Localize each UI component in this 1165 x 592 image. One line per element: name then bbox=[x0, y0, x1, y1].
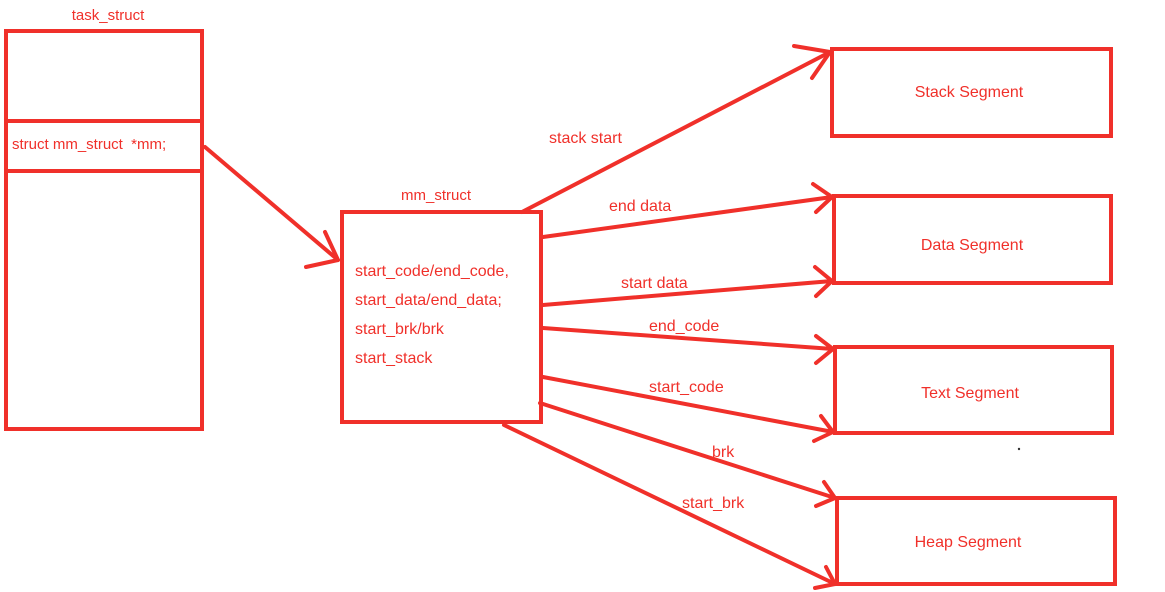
mm-struct-title: mm_struct bbox=[401, 187, 472, 204]
stack-segment-box bbox=[830, 47, 1113, 138]
start-code-label: start_code bbox=[649, 379, 724, 396]
brk-arrow bbox=[538, 401, 837, 508]
data-segment-box bbox=[832, 194, 1113, 285]
text-segment-box bbox=[833, 345, 1114, 435]
end-code-arrow bbox=[541, 326, 835, 365]
task-struct-mm-field: struct mm_struct *mm; bbox=[12, 136, 166, 153]
end-data-arrow bbox=[541, 182, 834, 239]
start-data-arrow bbox=[541, 265, 834, 307]
end-code-label: end_code bbox=[649, 318, 719, 335]
mm-field-data: start_data/end_data; bbox=[355, 292, 502, 309]
start-data-label: start data bbox=[621, 275, 688, 292]
mm-field-code: start_code/end_code, bbox=[355, 263, 509, 280]
stack-start-arrow bbox=[520, 44, 832, 214]
brk-label: brk bbox=[712, 444, 735, 461]
heap-segment-box bbox=[835, 496, 1117, 586]
stack-segment-label: Stack Segment bbox=[915, 84, 1024, 101]
stack-start-label: stack start bbox=[549, 130, 622, 147]
mm-pointer-arrow bbox=[203, 145, 340, 269]
end-data-label: end data bbox=[609, 198, 671, 215]
start-brk-label: start_brk bbox=[682, 495, 745, 512]
start-brk-arrow bbox=[502, 423, 837, 590]
mm-struct-box bbox=[340, 210, 543, 424]
mm-field-stack: start_stack bbox=[355, 350, 433, 367]
stray-dot bbox=[1017, 447, 1021, 451]
heap-segment-label: Heap Segment bbox=[915, 534, 1022, 551]
text-segment-label: Text Segment bbox=[921, 385, 1019, 402]
task-struct-box bbox=[4, 29, 204, 431]
start-code-arrow bbox=[541, 375, 835, 443]
task-struct-title: task_struct bbox=[72, 7, 145, 24]
data-segment-label: Data Segment bbox=[921, 237, 1024, 254]
mm-field-brk: start_brk/brk bbox=[355, 321, 445, 338]
